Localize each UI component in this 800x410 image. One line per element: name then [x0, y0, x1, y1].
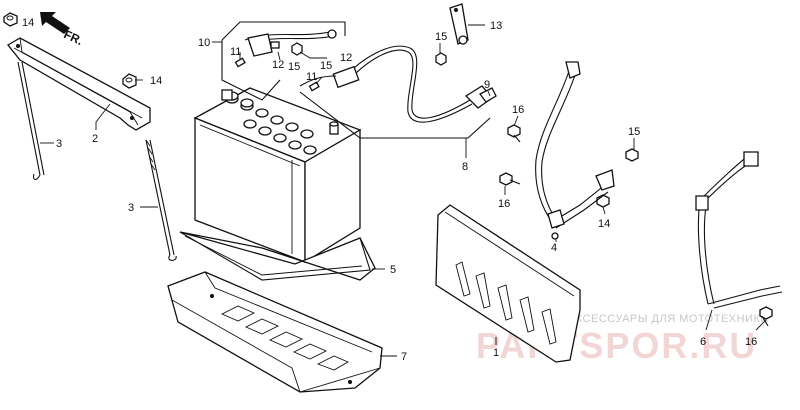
callout-2: 2 — [92, 133, 98, 145]
callout-8: 8 — [462, 161, 468, 173]
direction-label: FR. — [62, 27, 85, 48]
leader-lines — [40, 24, 767, 357]
callout-5: 5 — [390, 264, 396, 276]
nut-14-left — [3, 12, 18, 27]
bracket-icon — [535, 61, 615, 240]
callout-4: 4 — [551, 242, 557, 254]
callout-12-right: 12 — [340, 52, 352, 64]
callout-15-mid: 15 — [288, 61, 300, 73]
callout-1: 1 — [493, 347, 499, 359]
callout-10: 10 — [198, 37, 210, 49]
strap-13 — [449, 3, 469, 45]
callout-12-left: 12 — [272, 59, 284, 71]
tray-icon — [167, 271, 383, 393]
callout-13: 13 — [490, 20, 502, 32]
callout-labels: 14 2 3 3 10 11 12 15 12 15 11 15 13 9 8 … — [22, 17, 757, 363]
cable-icon — [221, 21, 497, 139]
callout-14-topleft: 14 — [22, 17, 34, 29]
battery-icon — [193, 87, 362, 264]
callout-15-side: 15 — [628, 126, 640, 138]
callout-14-bracket: 14 — [598, 218, 610, 230]
callout-9: 9 — [484, 79, 490, 91]
callout-14-mid: 14 — [150, 75, 162, 87]
callout-15-right: 15 — [320, 60, 332, 72]
stay-icon — [695, 151, 783, 309]
callout-16-mid: 16 — [498, 198, 510, 210]
direction-indicator: FR. — [40, 12, 85, 48]
callout-15-top: 15 — [435, 31, 447, 43]
callout-16-bottom: 16 — [745, 336, 757, 348]
nut-14-mid — [122, 73, 137, 89]
callout-6: 6 — [700, 336, 706, 348]
battery-stay-bracket — [7, 37, 151, 131]
callout-3-right: 3 — [128, 202, 134, 214]
callout-16-top: 16 — [512, 104, 524, 116]
hold-rods — [17, 61, 177, 261]
callout-7: 7 — [401, 351, 407, 363]
plate-icon — [179, 231, 376, 281]
callout-3-left: 3 — [56, 138, 62, 150]
callout-11-top: 11 — [230, 46, 241, 58]
arrow-upper-left-icon — [40, 12, 70, 34]
callout-11-bottom: 11 — [306, 71, 317, 83]
cover-plate-icon — [435, 204, 581, 363]
